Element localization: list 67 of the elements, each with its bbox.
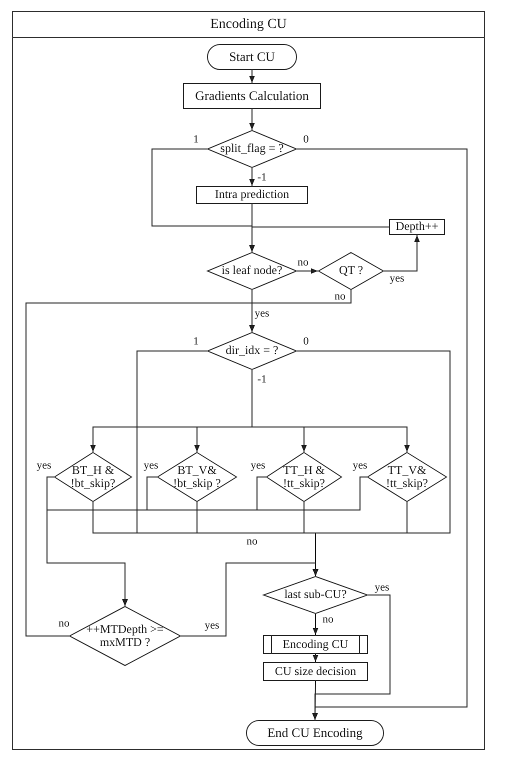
connector-arrow bbox=[249, 108, 255, 130]
node-label: dir_idx = ? bbox=[224, 344, 280, 358]
process-box bbox=[196, 186, 308, 204]
connector-arrow bbox=[252, 370, 410, 452]
node-label: TT_V& !tt_skip? bbox=[385, 464, 429, 490]
connector-arrow bbox=[312, 654, 318, 662]
edge-label: yes bbox=[254, 308, 270, 320]
edge-label: 0 bbox=[302, 134, 310, 146]
edge-label: -1 bbox=[256, 374, 268, 386]
node-label: CU size decision bbox=[274, 664, 358, 678]
connector-arrow bbox=[384, 234, 420, 272]
connector-arrow bbox=[46, 476, 368, 606]
connector-arrow bbox=[180, 562, 318, 636]
node-label: is leaf node? bbox=[220, 264, 284, 278]
node-label: BT_V& !bt_skip ? bbox=[172, 464, 222, 490]
decision-diamond bbox=[69, 606, 181, 666]
edge-label: yes bbox=[388, 274, 406, 284]
decision-diamond bbox=[367, 452, 447, 502]
node-label: TT_H & !tt_skip? bbox=[282, 464, 326, 490]
connector-arrow bbox=[249, 70, 255, 84]
edge-label: no bbox=[246, 536, 258, 548]
node-label: Start CU bbox=[228, 50, 276, 64]
connector-arrow bbox=[249, 226, 390, 252]
connector-arrow bbox=[249, 168, 255, 186]
edge-label: 0 bbox=[302, 336, 310, 348]
node-label: BT_H & !bt_skip? bbox=[70, 464, 116, 490]
subroutine-box bbox=[263, 635, 368, 654]
node-label: split_flag = ? bbox=[219, 142, 285, 156]
decision-diamond bbox=[207, 130, 297, 168]
edge-label: no bbox=[296, 258, 310, 268]
edge-label: yes bbox=[250, 460, 266, 472]
edge-label: yes bbox=[204, 620, 220, 632]
edge-label: yes bbox=[352, 460, 368, 472]
node-label: Encoding CU bbox=[282, 638, 350, 652]
node-label: Gradients Calculation bbox=[194, 88, 310, 104]
decision-diamond bbox=[318, 252, 384, 290]
edge-label: -1 bbox=[256, 172, 268, 184]
start-terminal bbox=[207, 44, 297, 70]
edge-label: 1 bbox=[192, 134, 200, 146]
frame-panel bbox=[12, 11, 485, 750]
connector-arrow bbox=[312, 680, 318, 720]
decision-diamond bbox=[207, 332, 297, 370]
decision-diamond bbox=[266, 452, 342, 502]
connector-arrow bbox=[26, 302, 255, 636]
edge-label: yes bbox=[36, 460, 52, 472]
connector-arrow bbox=[312, 614, 318, 636]
edge-label: no bbox=[334, 292, 346, 302]
node-label: last sub-CU? bbox=[283, 588, 348, 602]
edge-label: yes bbox=[374, 582, 390, 594]
node-label: ++MTDepth >= mxMTD ? bbox=[85, 622, 165, 650]
edge-label: no bbox=[322, 614, 334, 626]
node-label: End CU Encoding bbox=[266, 726, 364, 740]
decision-diamond bbox=[54, 452, 132, 502]
decision-diamond bbox=[263, 576, 368, 614]
process-box bbox=[183, 83, 321, 109]
node-label: Depth++ bbox=[394, 220, 440, 234]
decision-diamond bbox=[157, 452, 237, 502]
edge-label: 1 bbox=[192, 336, 200, 348]
edge-label: no bbox=[58, 618, 70, 630]
end-terminal bbox=[246, 720, 384, 746]
node-label: QT ? bbox=[338, 264, 364, 278]
node-label: Intra prediction bbox=[214, 188, 290, 202]
edge-label: yes bbox=[142, 460, 160, 472]
connector-arrow bbox=[296, 268, 318, 274]
decision-diamond bbox=[207, 252, 297, 290]
process-box bbox=[389, 219, 445, 235]
process-box bbox=[263, 662, 368, 681]
